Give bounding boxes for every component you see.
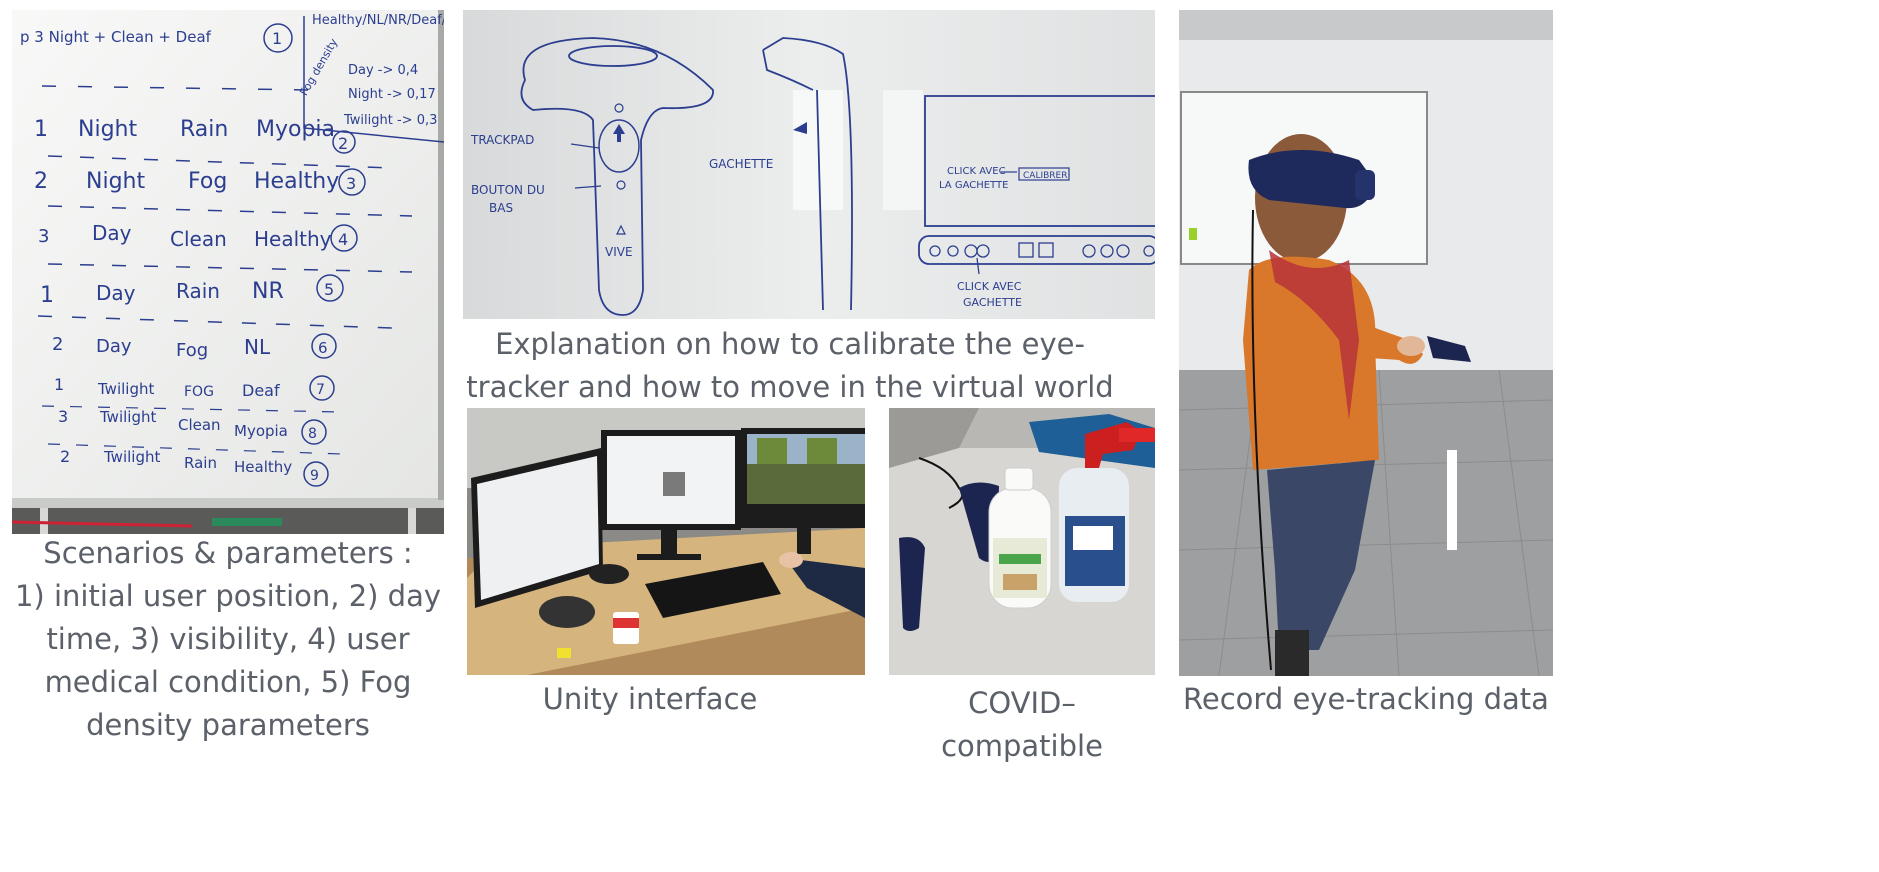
row-pos: 2 [52,334,63,355]
row-condition: Myopia [234,422,288,440]
label-trackpad: TRACKPAD [470,133,534,147]
row-condition: Healthy [254,169,339,194]
caption-explanation: Explanation on how to calibrate the eye-… [466,327,1114,404]
row-weather: Rain [184,454,217,472]
row-pos: 1 [40,283,54,308]
board-header: p 3 Night + Clean + Deaf [20,28,212,46]
row-number: 7 [316,382,325,398]
whiteboard-scenarios-photo: Healthy/NL/NR/Deaf/Myopia Fog density Da… [12,10,444,534]
fog-value: Twilight -> 0,3 [343,113,437,128]
label-vive: VIVE [605,245,633,259]
row-time: Twilight [103,448,160,466]
label-click-avec-2: CLICK AVEC [957,280,1022,293]
label-gachette: GACHETTE [709,157,773,171]
row-weather: Fog [176,340,208,361]
caption-record: Record eye-tracking data [1183,682,1549,716]
row-condition: Deaf [242,381,280,400]
label-gachette-2: GACHETTE [963,296,1022,309]
row-time: Day [92,221,132,245]
label-calibrer: CALIBRER [1023,171,1067,181]
row-number: 5 [324,280,334,299]
row-pos: 1 [54,375,64,394]
label-click-avec: CLICK AVEC [947,166,1006,177]
fog-value: Day -> 0,4 [348,63,418,78]
row-number: 9 [310,468,319,484]
row-weather: Rain [176,279,220,303]
row-pos: 2 [34,169,48,194]
label-la-gachette: LA GACHETTE [939,180,1008,191]
label-bouton: BOUTON DU [471,183,545,197]
whiteboard-controller-photo: TRACKPAD BOUTON DU BAS VIVE GACHETTE CLI… [463,10,1155,319]
caption-unity: Unity interface [542,682,758,716]
unity-interface-photo [467,408,865,675]
row-condition: NR [252,279,284,304]
row-weather: Clean [170,227,227,251]
row-condition: Healthy [254,227,332,251]
row-condition: Healthy [234,458,292,476]
row-number: 4 [338,230,348,249]
row-weather: Clean [178,416,221,434]
row-pos: 1 [34,117,48,142]
row-weather: Fog [188,169,227,194]
vr-user-photo [1179,10,1553,676]
row-number: 6 [318,339,328,357]
row-number: 8 [308,426,317,442]
row-time: Twilight [97,380,154,398]
row-condition: Myopia [256,117,335,142]
row-pos: 3 [58,407,68,426]
covid-compatible-photo [889,408,1155,675]
row-weather: Rain [180,117,228,142]
caption-scenarios: Scenarios & parameters : 1) initial user… [14,536,442,742]
row-pos: 3 [38,226,49,247]
row-pos: 2 [60,447,70,466]
row-time: Twilight [99,408,156,426]
row-number: 2 [338,134,348,153]
fog-value: Night -> 0,17 [348,87,436,102]
row-time: Night [78,117,137,142]
row-number: 3 [346,174,356,193]
legend-title: Healthy/NL/NR/Deaf/Myopia [312,13,444,28]
caption-covid: COVID–compatible [941,686,1103,763]
row-time: Day [96,281,136,305]
label-bas: BAS [489,201,513,215]
row-time: Day [96,336,132,357]
row-time: Night [86,169,145,194]
header-number: 1 [272,29,282,48]
row-weather: FOG [184,384,214,400]
row-condition: NL [244,335,271,359]
